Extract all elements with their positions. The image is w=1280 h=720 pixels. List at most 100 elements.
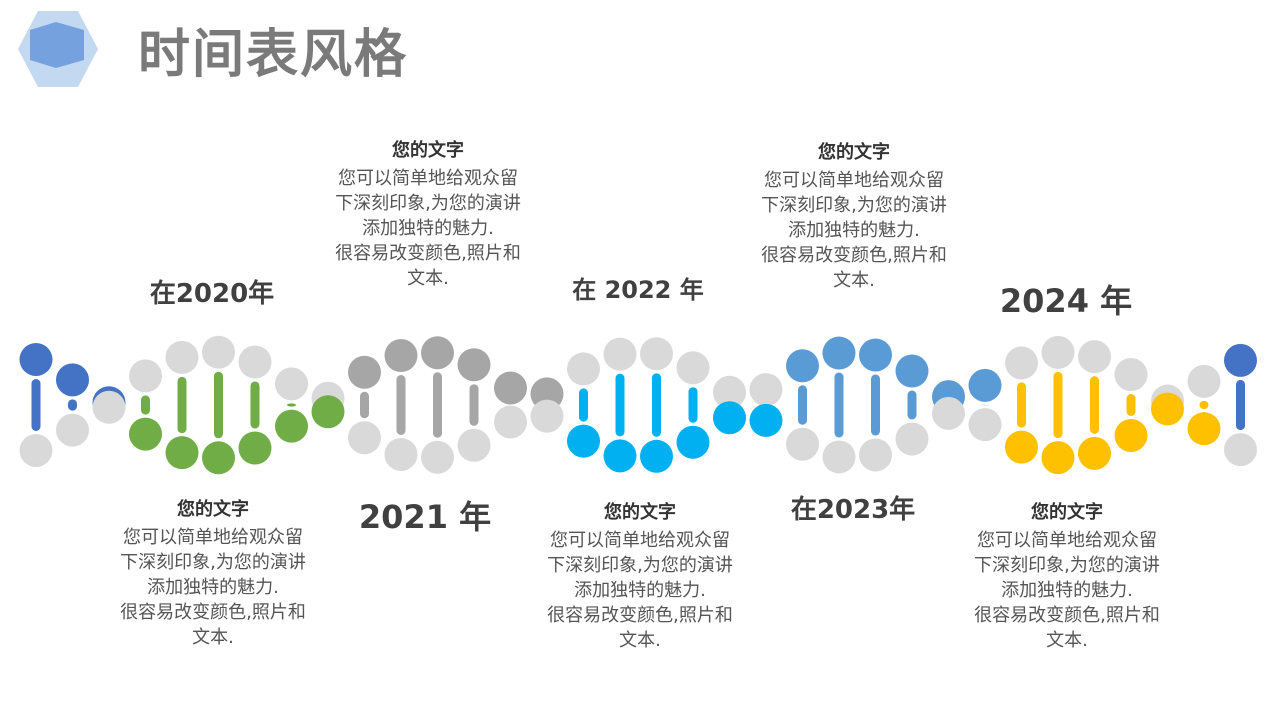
helix-node <box>822 336 856 370</box>
helix-node <box>56 413 89 447</box>
helix-node <box>749 403 783 437</box>
helix-node <box>129 417 162 451</box>
helix-node <box>859 338 892 372</box>
helix-node <box>603 337 637 371</box>
helix-node <box>129 359 162 393</box>
text-block-2024: 您的文字 您可以简单地给观众留 下深刻印象,为您的演讲 添加独特的魅力. 很容易… <box>947 498 1187 653</box>
helix-bar <box>469 384 479 426</box>
dna-timeline-helix <box>19 335 1257 475</box>
text-block-body: 您可以简单地给观众留 下深刻印象,为您的演讲 添加独特的魅力. 很容易改变颜色,… <box>335 168 521 289</box>
helix-bar <box>177 376 187 434</box>
helix-bar <box>579 388 588 422</box>
helix-node <box>202 441 235 475</box>
text-block-2022: 您的文字 您可以简单地给观众留 下深刻印象,为您的演讲 添加独特的魅力. 很容易… <box>520 498 760 653</box>
helix-node <box>530 399 564 433</box>
helix-node <box>421 440 454 474</box>
helix-node <box>19 433 53 467</box>
helix-node <box>384 339 418 373</box>
helix-bar <box>250 381 260 429</box>
helix-node <box>1114 358 1148 392</box>
text-block-title: 您的文字 <box>1031 502 1103 523</box>
helix-node <box>238 345 272 379</box>
helix-node <box>1187 412 1221 446</box>
text-block-title: 您的文字 <box>392 140 464 161</box>
helix-bar <box>1199 400 1209 410</box>
helix-bar <box>141 395 150 415</box>
helix-node <box>165 436 199 470</box>
hexagon-logo-icon <box>18 11 98 87</box>
helix-bar <box>907 390 917 420</box>
text-block-title: 您的文字 <box>177 499 249 520</box>
logo-hexagon-front <box>30 22 84 68</box>
text-block-2023: 您的文字 您可以简单地给观众留 下深刻印象,为您的演讲 添加独特的魅力. 很容易… <box>734 138 974 293</box>
text-block-title: 您的文字 <box>818 142 890 163</box>
text-block-2021: 您的文字 您可以简单地给观众留 下深刻印象,为您的演讲 添加独特的魅力. 很容易… <box>308 136 548 291</box>
helix-node <box>348 355 381 389</box>
helix-node <box>640 439 673 473</box>
helix-bar <box>798 385 807 425</box>
helix-node <box>238 431 272 465</box>
helix-node <box>1005 346 1038 380</box>
helix-bar <box>1126 394 1136 416</box>
helix-bar <box>1090 376 1099 434</box>
helix-node <box>749 373 783 407</box>
helix-bar <box>834 372 844 438</box>
text-block-body: 您可以简单地给观众留 下深刻印象,为您的演讲 添加独特的魅力. 很容易改变颜色,… <box>547 530 733 651</box>
helix-node <box>859 438 892 472</box>
year-label-2021: 2021 年 <box>358 498 492 536</box>
helix-node <box>786 349 819 383</box>
helix-node <box>494 371 527 405</box>
helix-node <box>895 354 929 388</box>
helix-node <box>457 348 491 382</box>
helix-node <box>567 424 600 458</box>
helix-bar <box>396 375 406 435</box>
helix-bar <box>433 372 442 438</box>
helix-node <box>713 375 746 409</box>
page-title: 时间表风格 <box>138 25 409 85</box>
helix-bar <box>1053 371 1063 439</box>
helix-bar <box>871 374 880 436</box>
helix-bar <box>1236 379 1245 431</box>
helix-node <box>1114 418 1148 452</box>
year-label-2024: 2024 年 <box>999 282 1133 320</box>
helix-node <box>275 409 308 443</box>
helix-node <box>713 401 746 435</box>
helix-node <box>1041 441 1075 475</box>
helix-node <box>968 408 1002 442</box>
helix-node <box>311 395 345 429</box>
helix-node <box>457 428 491 462</box>
helix-node <box>348 421 381 455</box>
year-label-2023: 在2023年 <box>790 495 916 525</box>
helix-node <box>384 437 418 471</box>
helix-node <box>1005 430 1038 464</box>
helix-bar <box>652 373 661 437</box>
helix-bar <box>68 399 77 411</box>
year-label-2020: 在2020年 <box>149 279 275 309</box>
helix-bar <box>31 379 41 431</box>
helix-node <box>275 367 308 401</box>
helix-node <box>1078 436 1111 470</box>
helix-node <box>165 340 199 374</box>
helix-node <box>640 337 673 371</box>
text-block-body: 您可以简单地给观众留 下深刻印象,为您的演讲 添加独特的魅力. 很容易改变颜色,… <box>974 530 1160 651</box>
helix-node <box>92 390 126 424</box>
helix-bar <box>214 371 223 439</box>
helix-node <box>895 422 929 456</box>
helix-node <box>56 363 89 397</box>
helix-node <box>567 352 600 386</box>
text-block-title: 您的文字 <box>604 502 676 523</box>
helix-node <box>1151 392 1184 426</box>
helix-bar <box>287 403 296 407</box>
text-block-body: 您可以简单地给观众留 下深刻印象,为您的演讲 添加独特的魅力. 很容易改变颜色,… <box>120 527 306 648</box>
helix-node <box>19 343 53 377</box>
helix-node <box>1224 343 1257 377</box>
helix-node <box>421 336 454 370</box>
helix-node <box>1224 433 1257 467</box>
year-label-2022: 在 2022 年 <box>572 276 704 304</box>
helix-node <box>822 440 856 474</box>
helix-node <box>676 351 710 385</box>
helix-bar <box>360 391 369 419</box>
text-block-body: 您可以简单地给观众留 下深刻印象,为您的演讲 添加独特的魅力. 很容易改变颜色,… <box>761 170 947 291</box>
helix-node <box>1041 335 1075 369</box>
helix-node <box>1187 364 1221 398</box>
